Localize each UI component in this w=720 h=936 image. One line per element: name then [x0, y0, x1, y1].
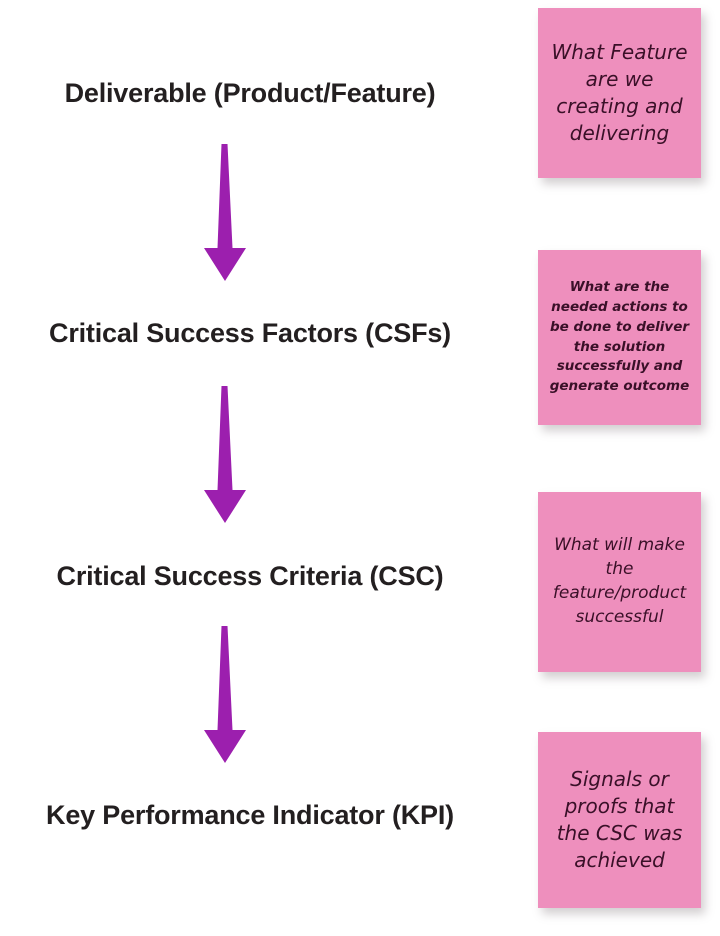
flow-stage-csf: Critical Success Factors (CSFs): [0, 318, 500, 349]
sticky-note-kpi: Signals or proofs that the CSC was achie…: [538, 732, 701, 908]
sticky-note-text: What are the needed actions to be done t…: [549, 279, 690, 394]
arrow-csf-to-csc: [180, 382, 270, 527]
stage-label-csc: Critical Success Criteria (CSC): [56, 561, 444, 591]
arrow-csc-to-kpi: [180, 622, 270, 767]
arrow-deliverable-to-csf: [180, 140, 270, 285]
sticky-note-csc: What will make the feature/product succe…: [538, 492, 701, 672]
sticky-note-csf: What are the needed actions to be done t…: [538, 250, 701, 425]
sticky-note-text: What will make the feature/product succe…: [552, 535, 687, 627]
sticky-note-text: What Feature are we creating and deliver…: [551, 40, 688, 145]
sticky-note-deliverable: What Feature are we creating and deliver…: [538, 8, 701, 178]
flow-stage-kpi: Key Performance Indicator (KPI): [0, 800, 500, 831]
stage-label-deliverable: Deliverable (Product/Feature): [64, 78, 436, 108]
stage-label-csf: Critical Success Factors (CSFs): [49, 318, 451, 348]
stage-label-kpi: Key Performance Indicator (KPI): [46, 800, 454, 830]
flow-stage-csc: Critical Success Criteria (CSC): [0, 561, 500, 592]
flow-stage-deliverable: Deliverable (Product/Feature): [0, 78, 500, 109]
sticky-note-text: Signals or proofs that the CSC was achie…: [556, 767, 683, 872]
